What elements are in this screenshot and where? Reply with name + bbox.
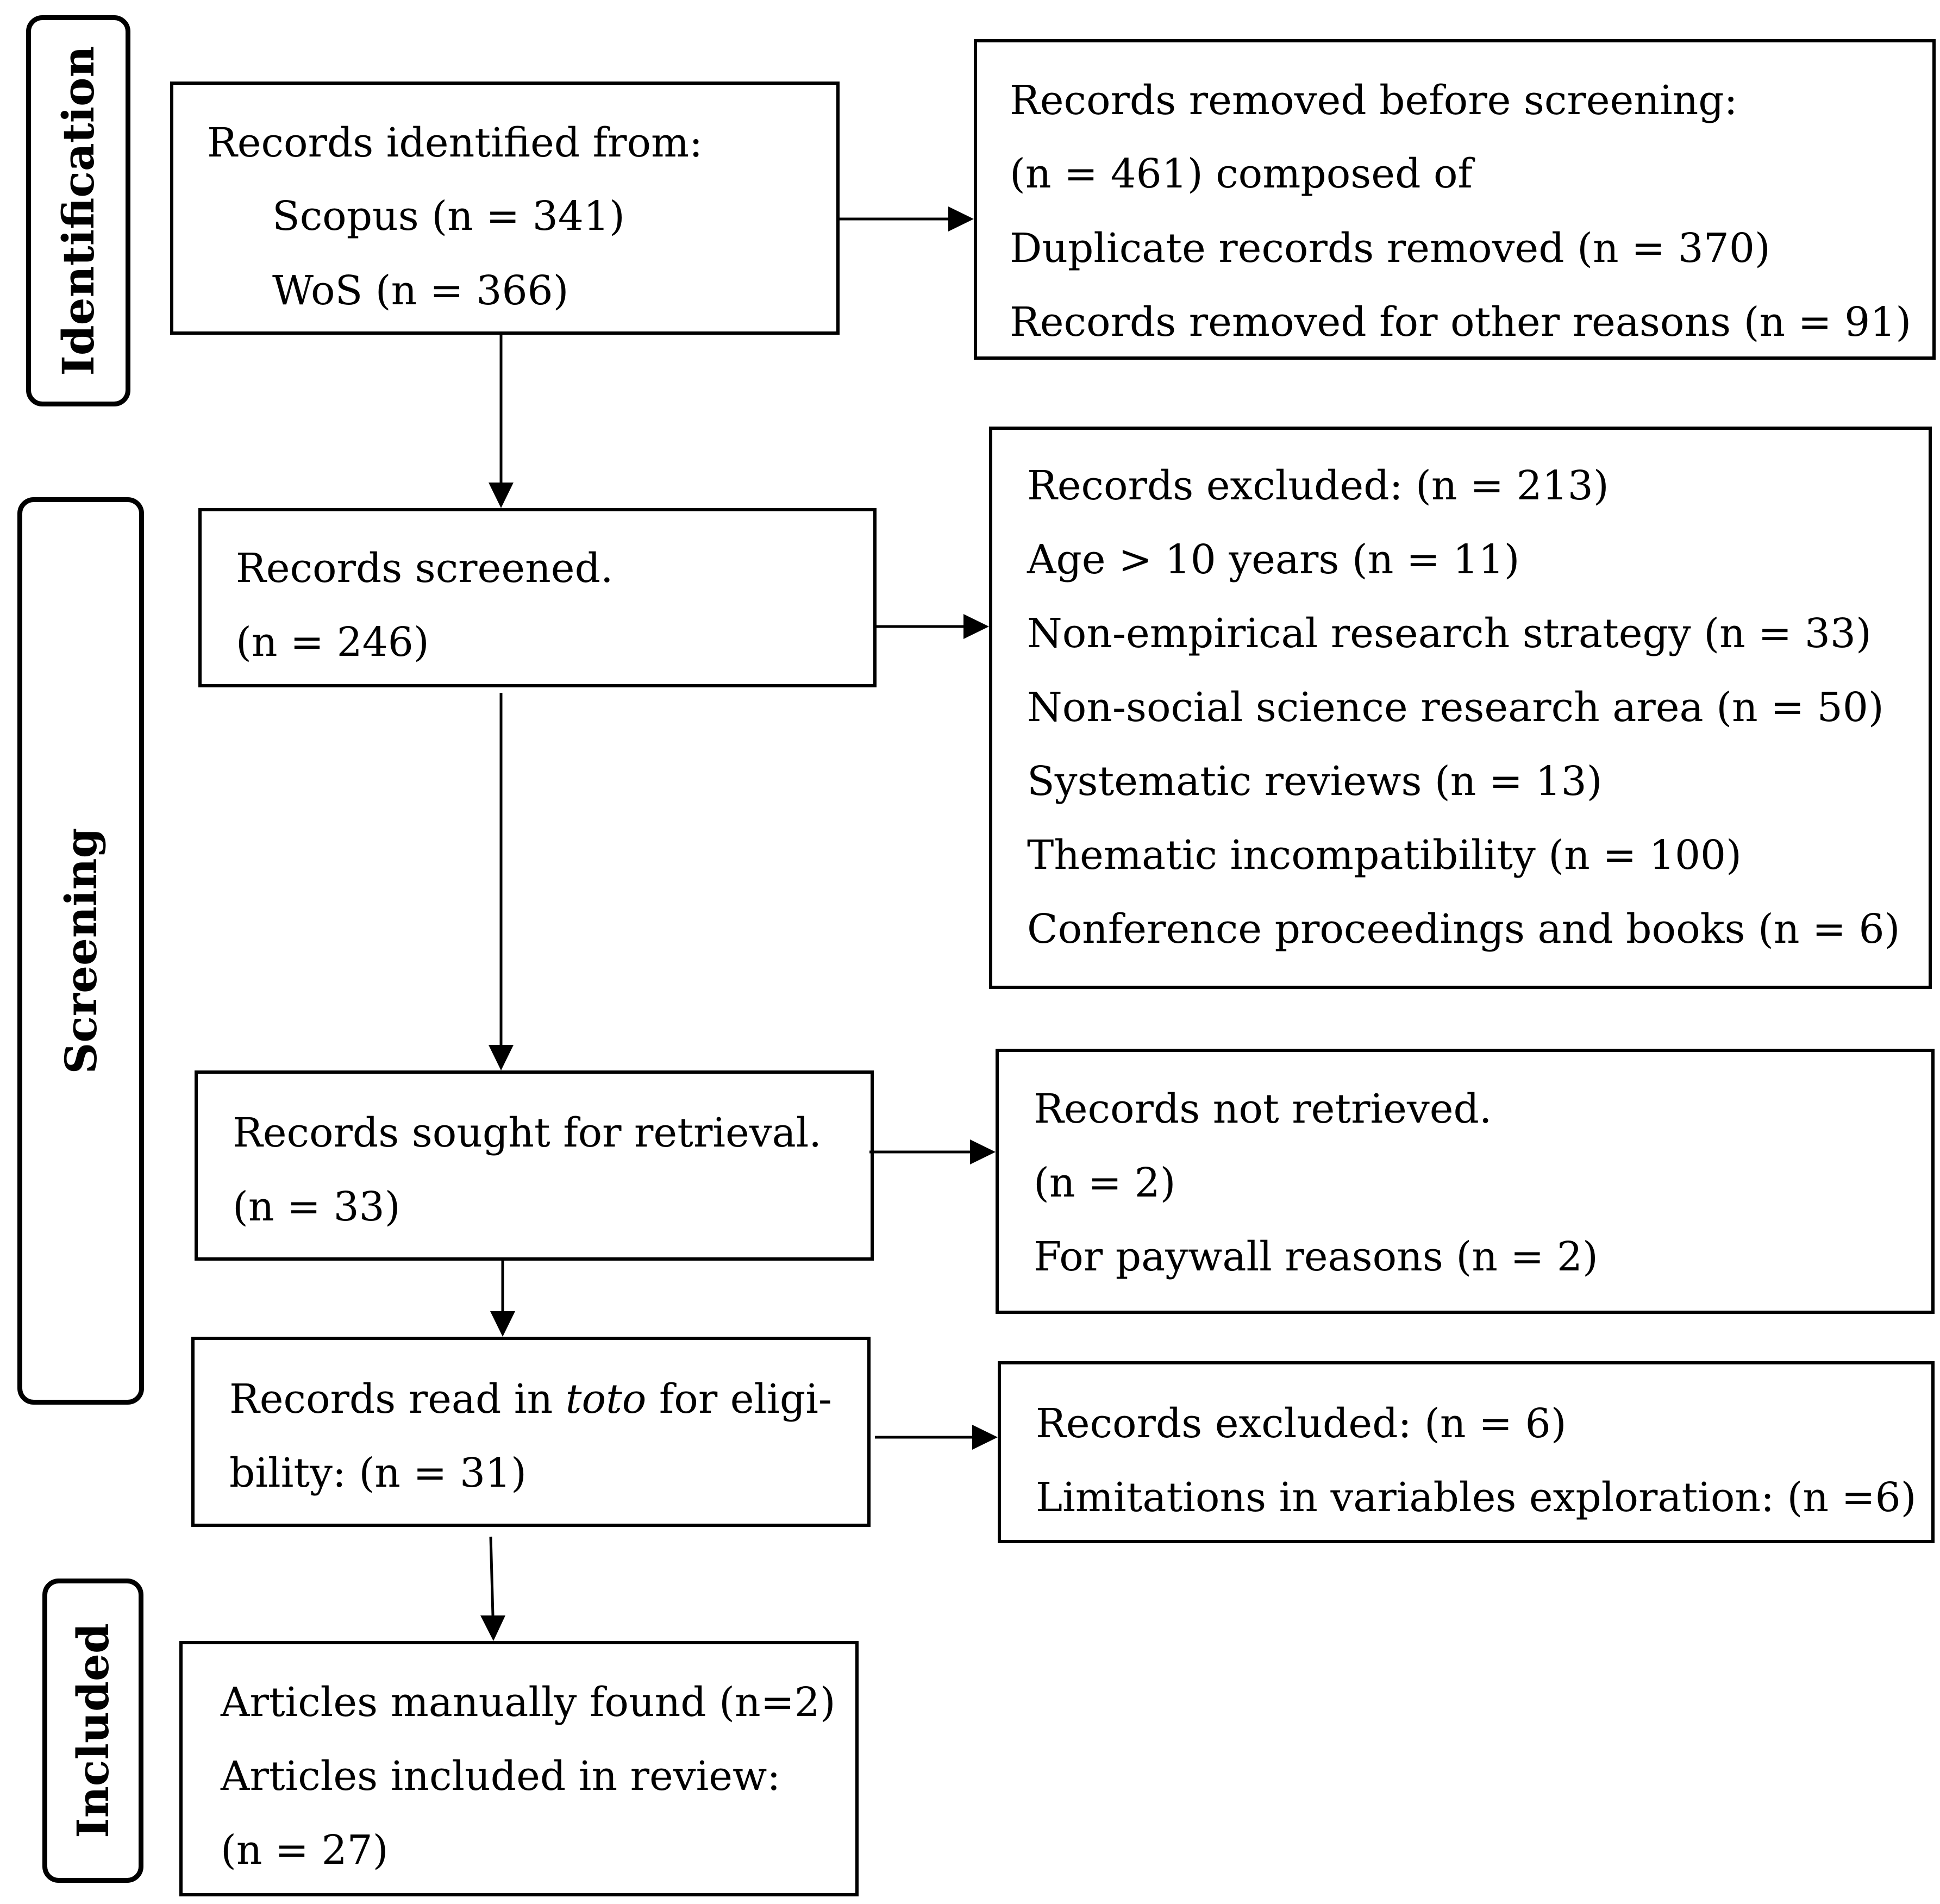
phase-identification: Identification (26, 15, 130, 406)
phase-included: Included (42, 1579, 143, 1883)
arrow-head (972, 1425, 998, 1450)
included-line-3: (n = 27) (221, 1827, 389, 1874)
excluded-box-2: Records excluded: (n = 6) Limitations in… (998, 1361, 1935, 1543)
arrow-head (948, 206, 974, 231)
not-retrieved-line-3: For paywall reasons (n = 2) (1034, 1233, 1598, 1280)
not-retrieved-box: Records not retrieved. (n = 2) For paywa… (996, 1049, 1935, 1314)
excluded-2-line-2: Limitations in variables exploration: (n… (1036, 1474, 1917, 1521)
excluded-1-title: Records excluded: (n = 213) (1027, 462, 1609, 509)
excluded-1-item: Non-social science research area (n = 50… (1027, 684, 1884, 731)
arrow-head (489, 483, 514, 508)
not-retrieved-line-2: (n = 2) (1034, 1160, 1176, 1206)
included-line-2: Articles included in review: (221, 1753, 781, 1800)
excluded-1-item: Conference proceedings and books (n = 6) (1027, 906, 1900, 953)
identified-box: Records identified from: Scopus (n = 341… (170, 82, 840, 335)
sought-line-2: (n = 33) (233, 1183, 400, 1230)
excluded-box-1: Records excluded: (n = 213) Age > 10 yea… (989, 427, 1932, 989)
eligibility-line-1-post: for eligi- (646, 1376, 832, 1423)
removed-line-1: Records removed before screening: (1010, 77, 1738, 124)
included-box: Articles manually found (n=2) Articles i… (179, 1641, 859, 1896)
identified-scopus: Scopus (n = 341) (272, 193, 625, 240)
eligibility-line-1: Records read in toto for eligi- (229, 1379, 832, 1419)
eligibility-line-2: bility: (n = 31) (229, 1450, 527, 1496)
excluded-1-item: Thematic incompatibility (n = 100) (1027, 832, 1742, 879)
not-retrieved-line-1: Records not retrieved. (1034, 1086, 1492, 1132)
sought-line-1: Records sought for retrieval. (233, 1110, 822, 1156)
excluded-1-item: Non-empirical research strategy (n = 33) (1027, 610, 1872, 657)
removed-line-2: (n = 461) composed of (1010, 151, 1473, 197)
included-line-1: Articles manually found (n=2) (221, 1679, 836, 1726)
arrow-head (480, 1615, 505, 1641)
arrow-head (963, 614, 989, 639)
screened-box: Records screened. (n = 246) (198, 508, 877, 687)
arrow-head (490, 1311, 515, 1337)
arrow-head (489, 1045, 514, 1070)
arrow-eligibility-to-included (489, 1536, 495, 1616)
eligibility-box: Records read in toto for eligi- bility: … (191, 1337, 871, 1527)
phase-screening: Screening (17, 497, 144, 1405)
removed-line-3: Duplicate records removed (n = 370) (1010, 225, 1770, 272)
excluded-1-item: Systematic reviews (n = 13) (1027, 758, 1603, 805)
removed-line-4: Records removed for other reasons (n = 9… (1010, 299, 1912, 346)
screened-line-1: Records screened. (236, 545, 614, 592)
arrow-head (970, 1139, 996, 1164)
removed-box: Records removed before screening: (n = 4… (974, 39, 1936, 360)
eligibility-line-1-pre: Records read in (229, 1376, 566, 1423)
eligibility-line-1-italic: toto (565, 1376, 647, 1423)
identified-title: Records identified from: (207, 120, 703, 166)
excluded-1-item: Age > 10 years (n = 11) (1027, 536, 1520, 583)
screened-line-2: (n = 246) (236, 619, 429, 666)
excluded-2-line-1: Records excluded: (n = 6) (1036, 1400, 1567, 1447)
identified-wos: WoS (n = 366) (272, 267, 569, 314)
sought-box: Records sought for retrieval. (n = 33) (195, 1070, 874, 1261)
